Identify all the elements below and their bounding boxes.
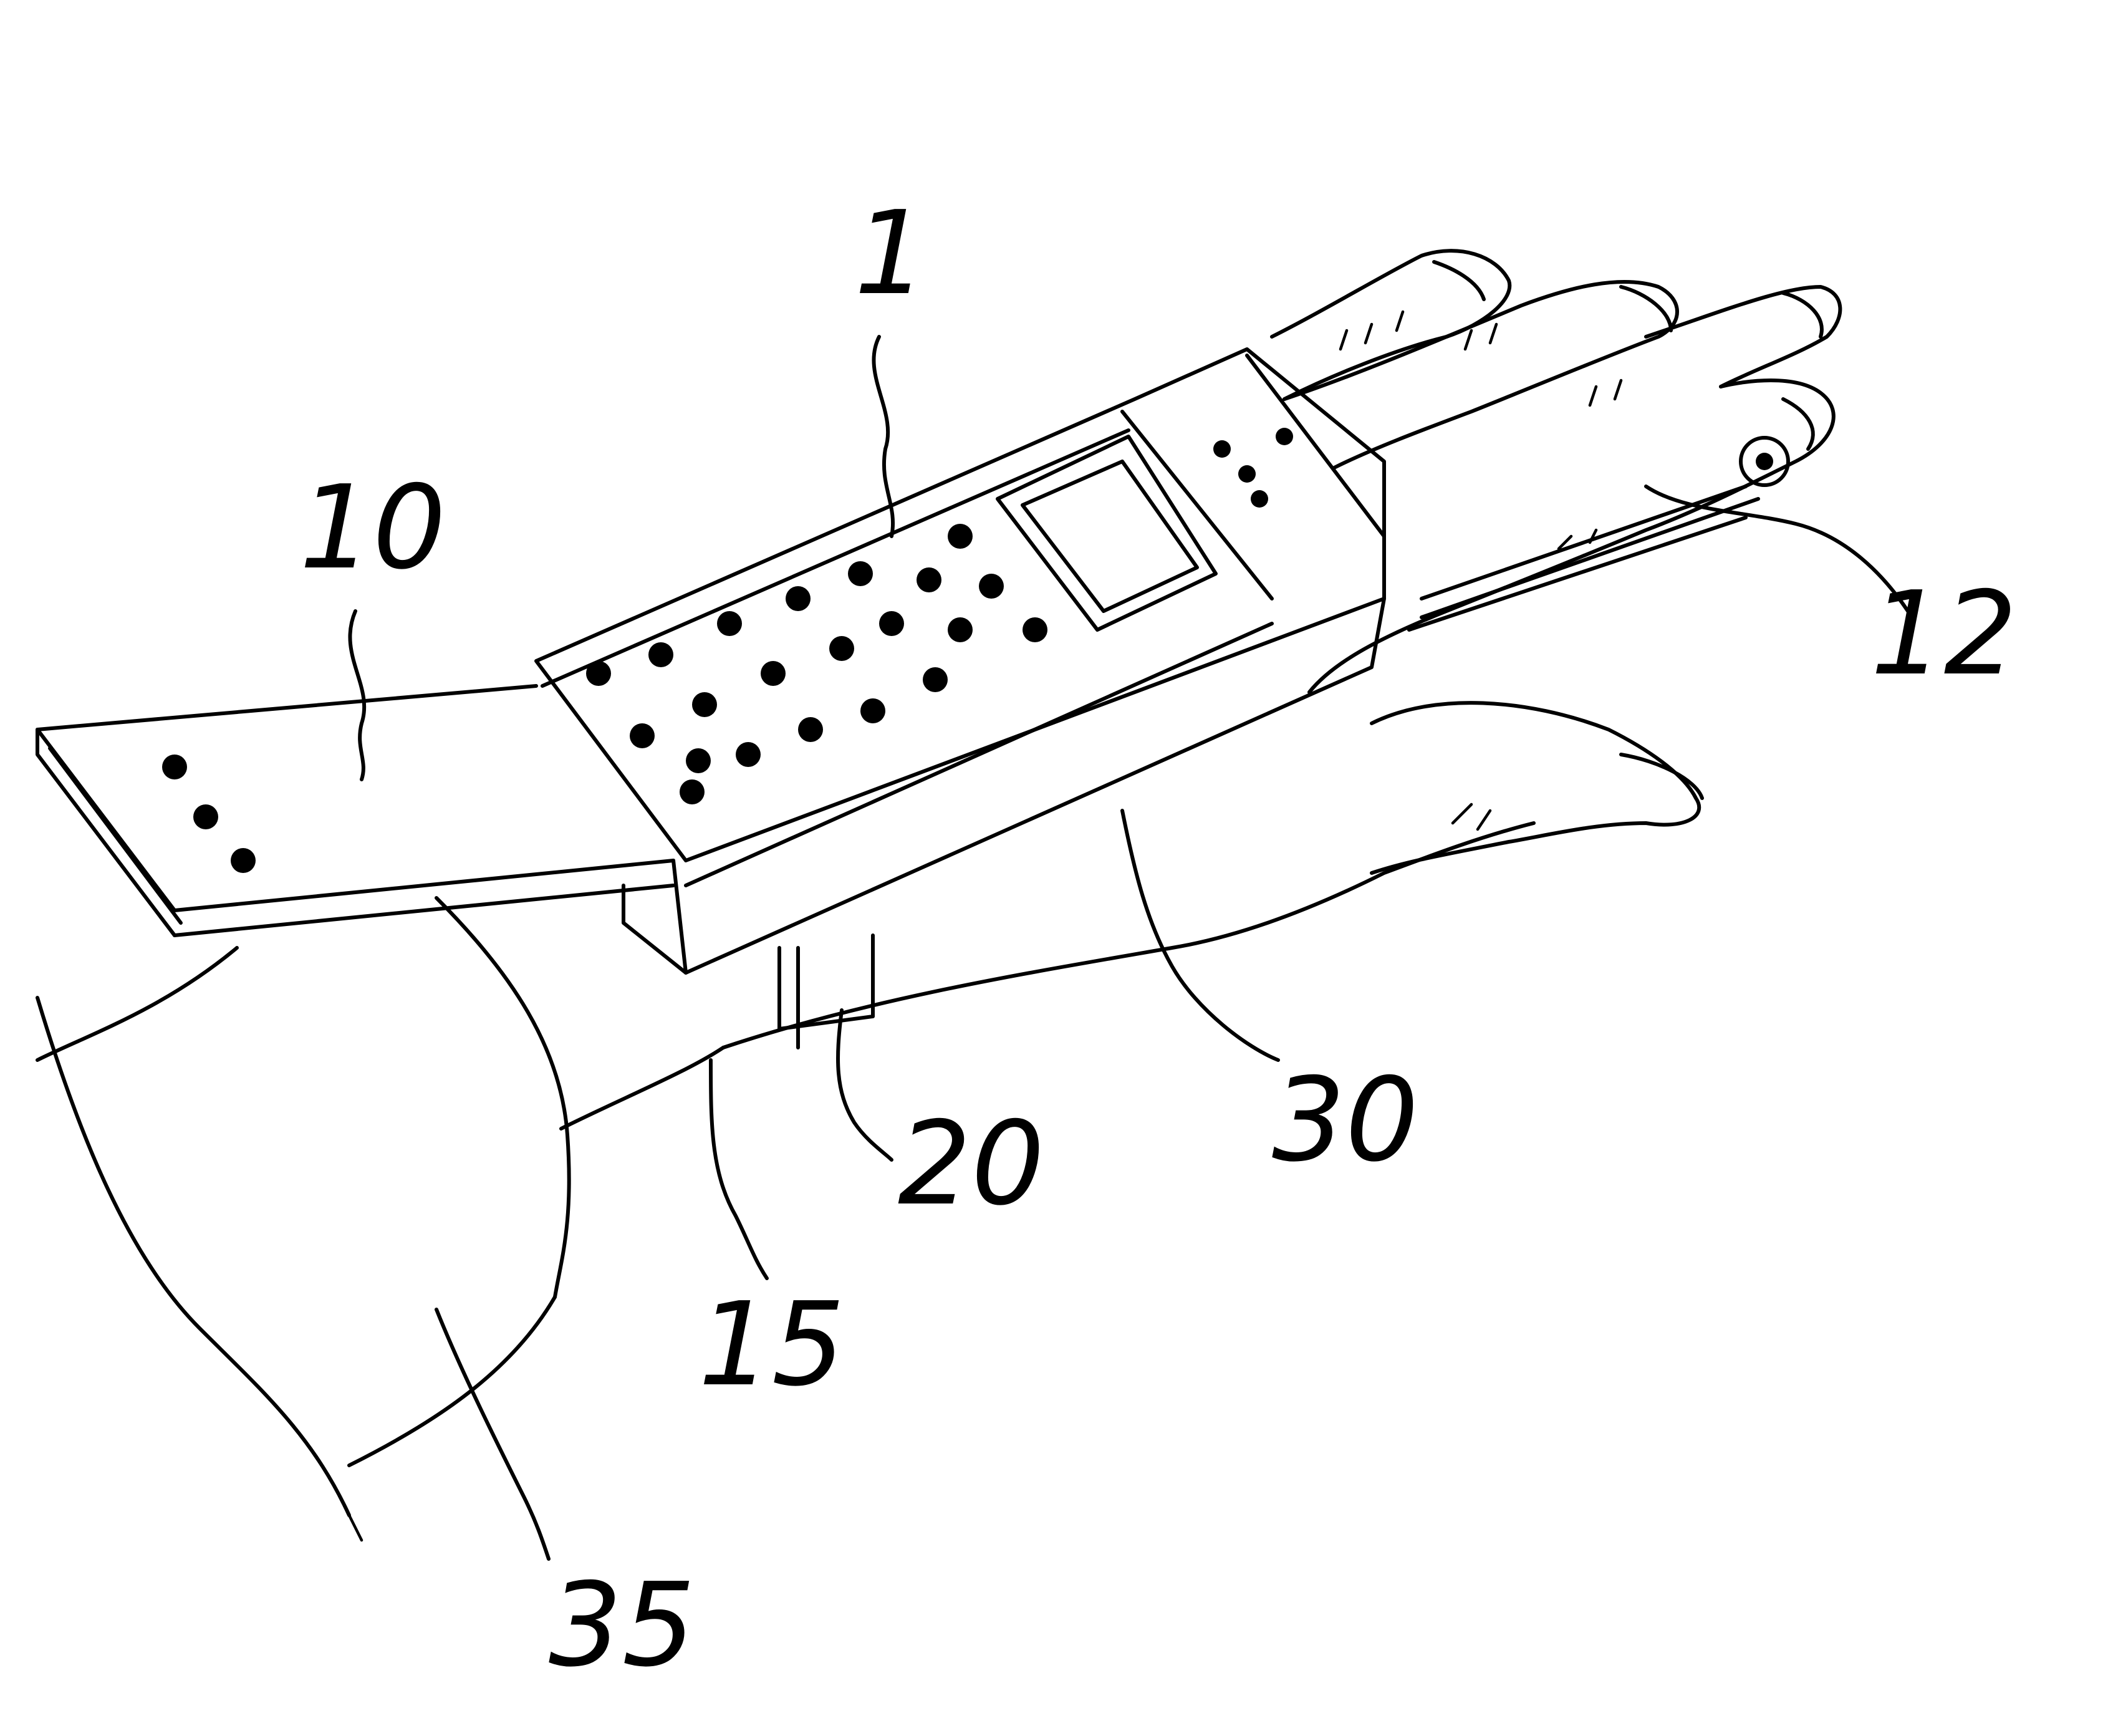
keypad-button bbox=[1023, 617, 1047, 642]
keypad-button bbox=[829, 636, 854, 661]
label-strap-flap: 10 bbox=[299, 460, 446, 595]
keypad-button bbox=[717, 611, 742, 636]
keypad-button bbox=[786, 586, 811, 611]
keypad-button bbox=[848, 561, 873, 586]
label-finger-ring: 12 bbox=[1870, 566, 2017, 701]
forearm bbox=[36, 896, 725, 1542]
strap-flap bbox=[36, 684, 675, 937]
label-hand: 30 bbox=[1272, 1053, 1418, 1187]
keypad-button bbox=[979, 574, 1004, 599]
keypad-button bbox=[686, 748, 711, 773]
keypad-button bbox=[648, 642, 673, 667]
keypad-button bbox=[948, 524, 973, 549]
keypad-button bbox=[692, 692, 717, 717]
side-button bbox=[1251, 490, 1268, 508]
keypad-button bbox=[917, 567, 941, 592]
keypad-button bbox=[798, 717, 823, 742]
keypad-button bbox=[948, 617, 973, 642]
hand bbox=[721, 249, 1842, 1049]
keypad-button bbox=[761, 661, 786, 686]
strap-hole bbox=[162, 755, 187, 779]
keypad-button bbox=[860, 698, 885, 723]
label-device: 1 bbox=[854, 186, 928, 321]
label-forearm: 35 bbox=[549, 1558, 695, 1692]
side-button bbox=[1276, 428, 1293, 445]
side-button bbox=[1213, 440, 1231, 458]
mount bbox=[777, 933, 875, 1049]
keypad-button bbox=[923, 667, 948, 692]
finger-ring bbox=[1407, 436, 1790, 632]
strap-hole bbox=[193, 804, 218, 829]
device-body bbox=[534, 347, 1386, 975]
side-button bbox=[1238, 465, 1256, 483]
leader-lines bbox=[348, 335, 1910, 1561]
label-mount: 15 bbox=[698, 1277, 845, 1412]
strap-hole bbox=[231, 848, 256, 873]
keypad-button bbox=[630, 723, 655, 748]
keypad bbox=[586, 524, 1047, 804]
keypad-button bbox=[879, 611, 904, 636]
label-connector: 20 bbox=[898, 1096, 1044, 1231]
keypad-button bbox=[586, 661, 611, 686]
keypad-button bbox=[736, 742, 761, 767]
keypad-button bbox=[680, 779, 705, 804]
